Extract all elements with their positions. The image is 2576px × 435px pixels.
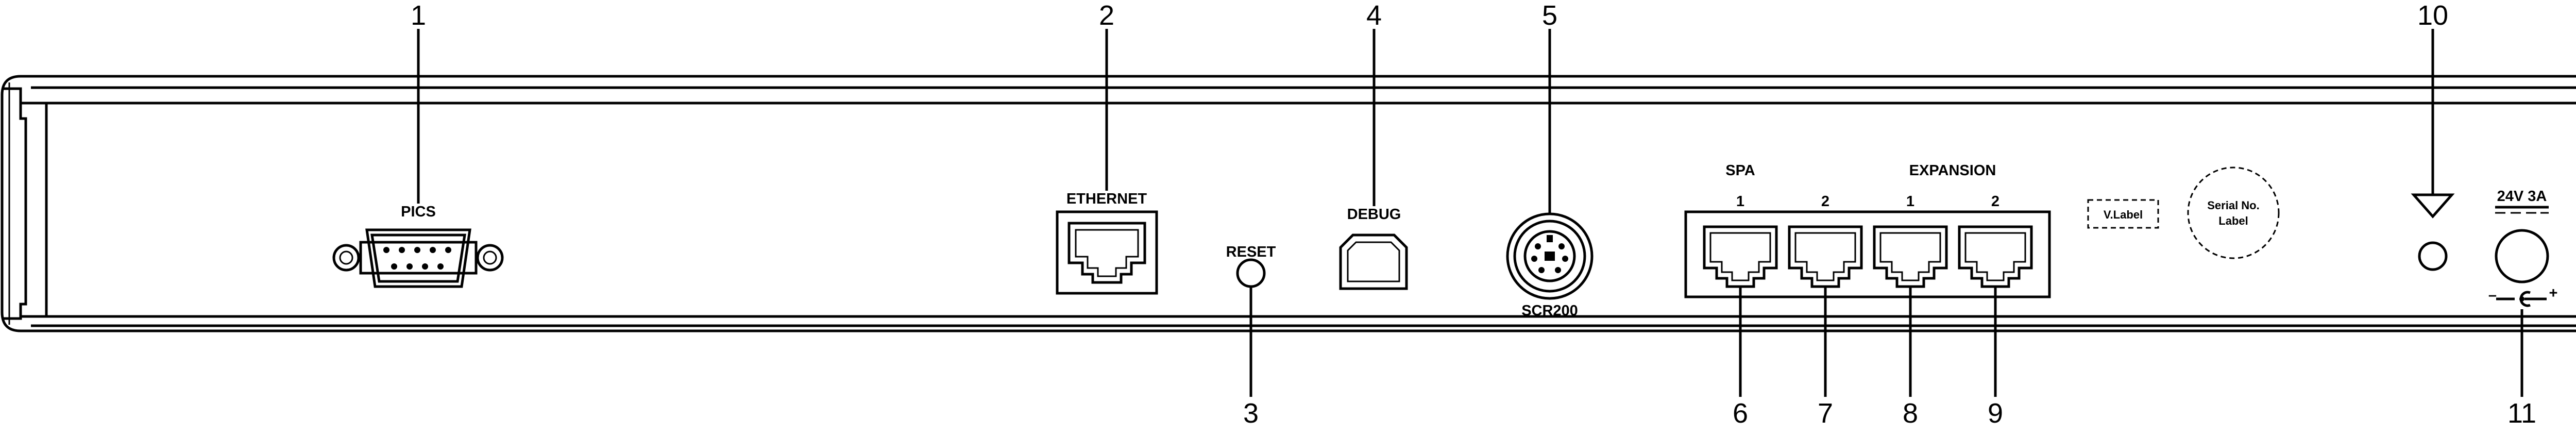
chassis — [1, 75, 2576, 332]
polarity-plus: + — [2549, 285, 2558, 302]
spa-label: SPA — [1725, 162, 1755, 179]
spa-port-2[interactable] — [1788, 225, 1863, 288]
rj45-port-block — [1684, 210, 2051, 298]
callout-1: 1 — [411, 0, 426, 31]
expansion-port-1[interactable] — [1873, 225, 1948, 288]
spa-port2-label: 2 — [1821, 193, 1829, 210]
serial-label-line2: Label — [2218, 214, 2248, 227]
spa-port1-label: 1 — [1736, 193, 1744, 210]
vlabel-area — [2087, 199, 2159, 229]
callout-9: 9 — [1988, 398, 2003, 429]
reset-label: RESET — [1226, 244, 1276, 260]
callout-5: 5 — [1542, 0, 1557, 31]
callout-4: 4 — [1366, 0, 1382, 31]
vlabel-text: V.Label — [2104, 208, 2143, 221]
pics-connector[interactable] — [332, 228, 504, 288]
callout-6: 6 — [1733, 398, 1748, 429]
callout-7: 7 — [1818, 398, 1833, 429]
expansion-port2-label: 2 — [1991, 193, 1999, 210]
ethernet-port[interactable] — [1056, 210, 1158, 295]
ground-symbol-icon — [2411, 168, 2455, 219]
dc-symbol-icon — [2495, 206, 2549, 214]
scr200-port[interactable] — [1506, 212, 1594, 300]
ethernet-label: ETHERNET — [1066, 191, 1147, 207]
spa-port-1[interactable] — [1703, 225, 1778, 288]
dc-power-jack[interactable] — [2495, 229, 2549, 283]
dc-power-jack-icon — [2495, 229, 2549, 283]
scr200-label: SCR200 — [1521, 303, 1578, 319]
ground-terminal[interactable] — [2418, 241, 2448, 271]
debug-usb-port[interactable] — [1339, 233, 1408, 290]
serial-label-line1: Serial No. — [2207, 199, 2259, 212]
mini-din-port-icon — [1523, 230, 1576, 282]
callout-11: 11 — [2507, 398, 2536, 429]
callout-8: 8 — [1903, 398, 1918, 429]
callout-3: 3 — [1243, 398, 1259, 429]
polarity-minus: – — [2488, 287, 2497, 304]
expansion-port-2[interactable] — [1958, 225, 2033, 288]
pics-label: PICS — [401, 204, 436, 220]
reset-button[interactable] — [1236, 258, 1266, 288]
usb-b-port-icon — [1339, 233, 1408, 290]
expansion-port1-label: 1 — [1906, 193, 1914, 210]
power-rating-label: 24V 3A — [2497, 188, 2547, 205]
callout-2: 2 — [1099, 0, 1114, 31]
debug-label: DEBUG — [1347, 206, 1401, 223]
expansion-label: EXPANSION — [1909, 162, 1996, 179]
rj45-port-icon — [1067, 222, 1146, 284]
db9-serial-connector-icon — [383, 247, 451, 270]
dc-polarity-icon — [2496, 291, 2547, 307]
serial-label-area — [2187, 166, 2280, 259]
callout-10: 10 — [2417, 0, 2448, 31]
